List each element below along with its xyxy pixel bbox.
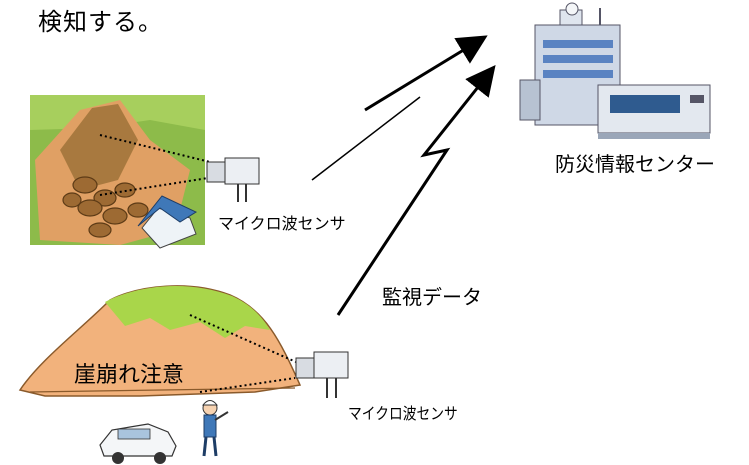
page-title: 検知する。	[38, 8, 163, 36]
monitoring-data-label: 監視データ	[382, 285, 482, 309]
microwave-sensor-icon	[99, 134, 260, 202]
microwave-sensor-icon	[295, 351, 349, 398]
sensor-label-bottom: マイクロ波センサ	[348, 404, 458, 423]
disaster-center-label: 防災情報センター	[555, 152, 715, 176]
sensor-label-top: マイクロ波センサ	[218, 214, 346, 233]
landslide-illustration	[30, 95, 205, 249]
patrol-car-icon	[99, 423, 177, 464]
disaster-center-building-icon	[519, 2, 711, 139]
mountain-illustration	[18, 285, 302, 397]
worker-icon	[201, 400, 229, 457]
landslide-warning-label: 崖崩れ注意	[74, 363, 185, 388]
transmission-arrows	[311, 35, 496, 316]
house-icon	[137, 195, 198, 249]
